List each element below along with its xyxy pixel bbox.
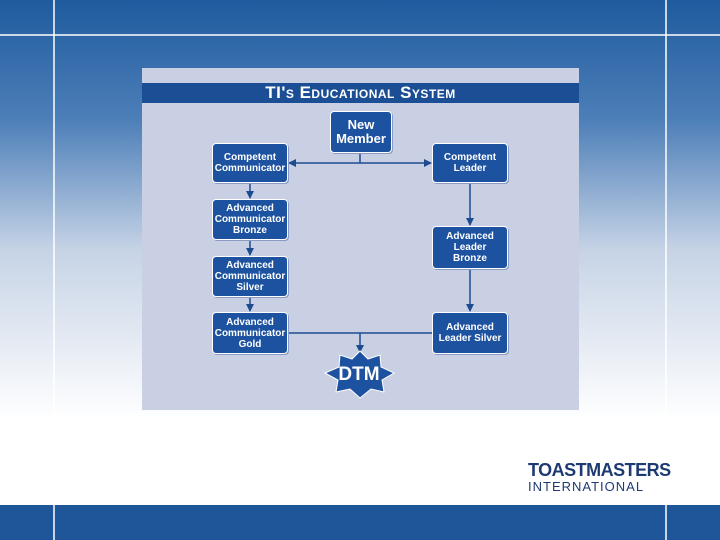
divider-line [53,0,55,540]
dtm-label: DTM [338,364,380,385]
advanced-leader-silver-box: Advanced Leader Silver [432,312,508,354]
new-member-box: New Member [330,111,392,153]
toastmasters-logo: TOASTMASTERS INTERNATIONAL [528,460,671,496]
diagram-title: TI's Educational System [142,83,579,103]
dtm-badge [323,350,396,399]
advanced-leader-bronze-box: Advanced Leader Bronze [432,226,508,269]
logo-sub-text: INTERNATIONAL [528,479,645,494]
competent-leader-box: Competent Leader [432,143,508,183]
advanced-communicator-gold-box: Advanced Communicator Gold [212,312,288,354]
advanced-communicator-silver-box: Advanced Communicator Silver [212,256,288,297]
divider-line [665,0,667,540]
divider-line [0,34,720,36]
footer-band [0,505,720,540]
advanced-communicator-bronze-box: Advanced Communicator Bronze [212,199,288,240]
competent-communicator-box: Competent Communicator [212,143,288,183]
logo-main-text: TOASTMASTERS [528,460,671,480]
